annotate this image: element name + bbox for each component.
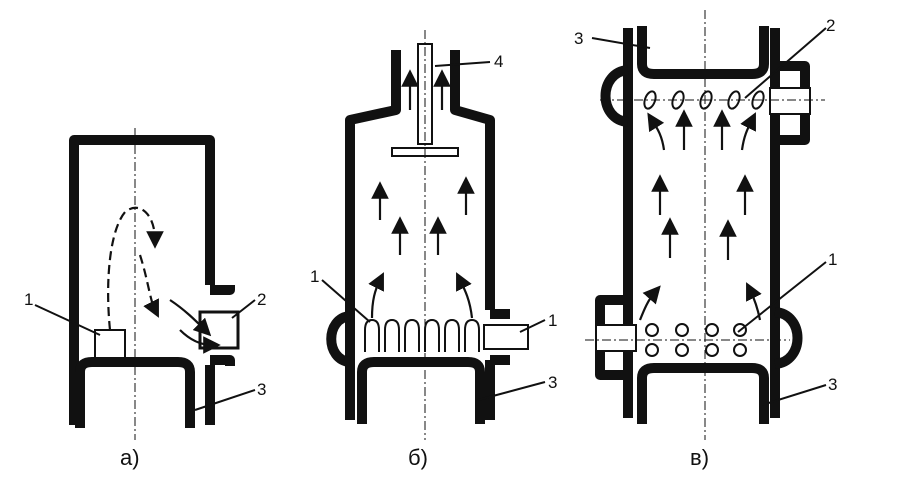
panel-c-housing xyxy=(623,28,780,418)
panel-b-label-1-left: 1 xyxy=(310,267,319,286)
panel-b-neck xyxy=(345,50,495,420)
panel-c-arrow xyxy=(638,285,661,321)
panel-a-label-3: 3 xyxy=(257,380,266,399)
panel-b-port xyxy=(483,324,529,350)
panel-c-leader-2 xyxy=(744,27,827,99)
panel-a-label-1: 1 xyxy=(24,290,33,309)
panel-c-leader-3-top xyxy=(591,37,651,49)
panel-b-leader-3 xyxy=(477,381,546,401)
panel-a-flow-side2 xyxy=(179,329,221,354)
panel-c-caption: в) xyxy=(690,445,709,470)
panel-a-flow-side xyxy=(169,299,212,337)
panel-c-arrow xyxy=(746,282,762,321)
panel-c-upper-port xyxy=(769,87,811,115)
panel-b-left-pocket xyxy=(326,311,352,367)
panel-a-leader-3 xyxy=(194,389,256,411)
panel-c-upper-slots xyxy=(643,90,765,110)
panel-b-right-flange xyxy=(490,309,510,365)
panel-b-leader-1l xyxy=(321,279,371,323)
panel-b-fins xyxy=(364,318,480,352)
panel-b-arrow xyxy=(368,272,384,319)
panel-a-flow-up xyxy=(107,206,164,331)
panel-c-lower-right-pocket xyxy=(774,307,803,369)
panel-b-label-1-right: 1 xyxy=(548,311,557,330)
panel-a-leader-1 xyxy=(34,304,101,336)
panel-b-arrow xyxy=(456,272,474,319)
panel-a-inlet-block xyxy=(94,329,126,359)
panel-b-leader-4 xyxy=(434,61,491,67)
panel-c-arrow xyxy=(740,112,756,151)
panel-c-upper-left-pocket xyxy=(600,65,629,127)
panel-c-bottom-block xyxy=(637,363,769,424)
panel-b-bottom-block xyxy=(357,357,485,424)
panel-a-label-2: 2 xyxy=(257,290,266,309)
panel-a: 1 2 3 а) xyxy=(24,128,266,470)
panel-b-label-4: 4 xyxy=(494,52,503,71)
panel-b-leader-1r xyxy=(519,319,546,333)
panel-b-caption: б) xyxy=(408,445,428,470)
panel-a-leader-2 xyxy=(231,299,256,319)
panel-c-label-2: 2 xyxy=(826,16,835,35)
panel-a-flow-down xyxy=(138,254,159,318)
panel-c-leader-1 xyxy=(737,261,827,333)
panel-c-label-3-top: 3 xyxy=(574,29,583,48)
panel-c-label-3-bottom: 3 xyxy=(828,375,837,394)
panel-c-top-block xyxy=(637,26,769,79)
panel-a-housing xyxy=(69,135,215,425)
panel-c-label-1: 1 xyxy=(828,250,837,269)
panel-a-caption: а) xyxy=(120,445,140,470)
panel-c-arrow xyxy=(647,112,666,151)
panel-c: 3 2 1 3 в) xyxy=(574,10,837,470)
panel-b-label-3: 3 xyxy=(548,373,557,392)
panel-c-lower-port xyxy=(595,324,637,352)
panel-a-flange xyxy=(210,285,235,366)
panel-c-leader-3-bottom xyxy=(761,384,827,406)
panel-c-lower-holes xyxy=(645,323,747,357)
panel-b: 4 1 1 3 б) xyxy=(310,30,557,470)
